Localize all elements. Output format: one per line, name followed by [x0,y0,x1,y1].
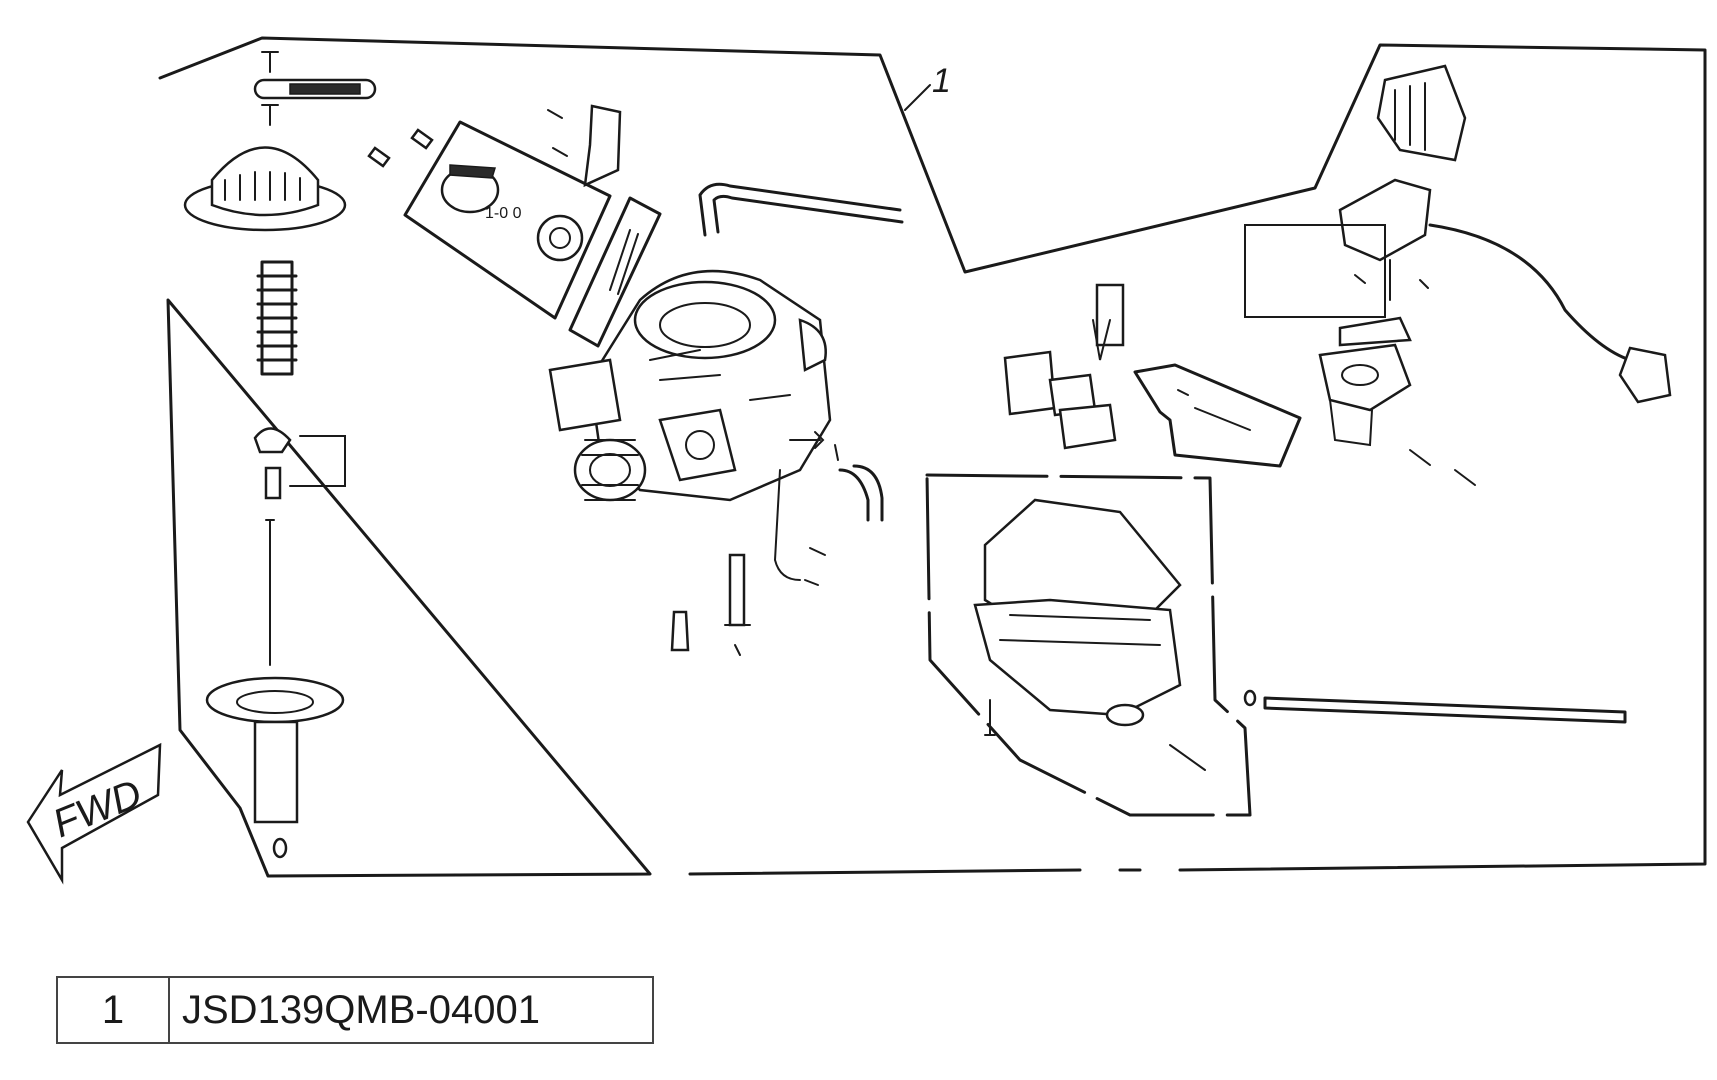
table-row: 1 JSD139QMB-04001 [56,976,654,1044]
callout-1: 1 [904,62,951,111]
part-number: JSD139QMB-04001 [168,976,654,1044]
bracket-group [1003,283,1302,468]
carburetor-exploded-diagram: 1 1-0 0 [26,36,1707,885]
float-bowl-group [925,473,1252,817]
fwd-arrow: FWD [26,742,162,885]
svg-text:1-0 0: 1-0 0 [485,205,522,222]
assembly-boundary [158,36,1707,878]
carburetor-body [548,269,839,502]
thermal-starter-group [1244,64,1672,486]
callout-label: 1 [932,62,951,100]
drain-tube [1243,689,1627,724]
jet-strip [568,196,662,348]
linkage-plate-group: 1-0 0 [367,104,622,320]
parts-table: 1 JSD139QMB-04001 [56,976,654,1044]
left-part-stack [183,51,377,859]
part-ref: 1 [56,976,170,1044]
hoses [698,182,904,586]
jets [670,553,751,656]
